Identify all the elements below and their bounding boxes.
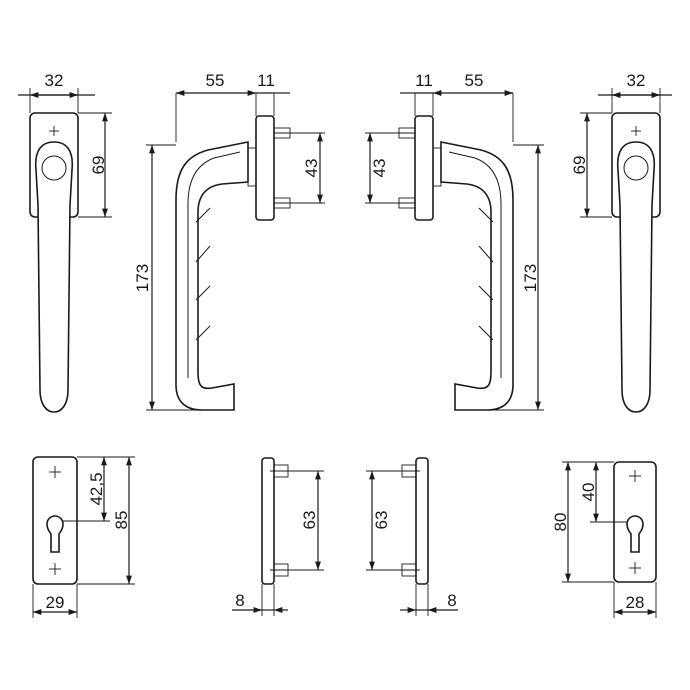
dim-offset-label: 40 <box>579 483 598 502</box>
handle-side-view-left: 55 11 43 173 <box>133 71 325 411</box>
dim-width-label: 28 <box>626 593 645 612</box>
dim-length-label: 173 <box>133 264 152 292</box>
dim-height-label: 69 <box>89 156 108 175</box>
dim-plate-label: 11 <box>257 71 275 90</box>
dim-width-label: 32 <box>45 71 64 90</box>
handle-neck <box>41 155 67 181</box>
handle-lever-side <box>440 141 514 411</box>
dim-height-label: 85 <box>112 511 131 530</box>
cylinder-keyhole <box>46 515 64 553</box>
neck-collar <box>432 147 442 187</box>
dim-reach-label: 55 <box>206 71 225 90</box>
dim-plate-label: 11 <box>415 71 433 90</box>
handle-side-view-right: 11 55 43 173 <box>365 71 544 411</box>
escutcheon-front-view-right: 40 80 28 <box>551 461 657 618</box>
dim-width-label: 32 <box>627 71 646 90</box>
escutcheon-side <box>415 457 429 585</box>
handle-lever <box>616 141 656 413</box>
dim-thickness-label: 8 <box>235 591 244 610</box>
screw-mark-top <box>629 470 641 482</box>
grip-ridges <box>195 207 211 341</box>
neck-collar <box>247 147 257 187</box>
escutcheon-front-view-left: 42,5 85 29 <box>32 456 135 618</box>
dim-offset-label: 42,5 <box>87 472 106 505</box>
rosette-side <box>255 115 275 221</box>
dim-spacing-label: 43 <box>302 159 321 178</box>
dim-spacing-label: 43 <box>370 159 389 178</box>
handle-front-view-left: 32 69 <box>18 71 112 413</box>
escutcheon-side <box>261 457 275 585</box>
screw-mark-bottom <box>49 563 61 575</box>
escutcheon-side-view-left: 63 8 <box>232 457 324 616</box>
dim-thickness-label: 8 <box>447 591 456 610</box>
screw-mark-top <box>631 126 641 136</box>
grip-ridges <box>478 207 494 341</box>
rosette-side <box>414 115 434 221</box>
dim-height-label: 80 <box>551 513 570 532</box>
screw-mark-bottom <box>629 562 641 574</box>
handle-lever-side <box>175 141 249 411</box>
handle-front-view-right: 32 69 <box>570 71 672 413</box>
handle-neck <box>623 155 649 181</box>
dim-length-label: 173 <box>521 264 540 292</box>
dim-reach-label: 55 <box>465 71 484 90</box>
dim-spacing-label: 63 <box>372 511 391 530</box>
dim-width-label: 29 <box>46 593 65 612</box>
escutcheon-side-view-right: 63 8 <box>366 457 458 616</box>
screw-mark-top <box>49 126 59 136</box>
handle-lever <box>34 141 74 413</box>
screw-mark-top <box>49 466 61 478</box>
dim-spacing-label: 63 <box>300 511 319 530</box>
cylinder-keyhole <box>626 515 644 553</box>
dim-height-label: 69 <box>570 156 589 175</box>
